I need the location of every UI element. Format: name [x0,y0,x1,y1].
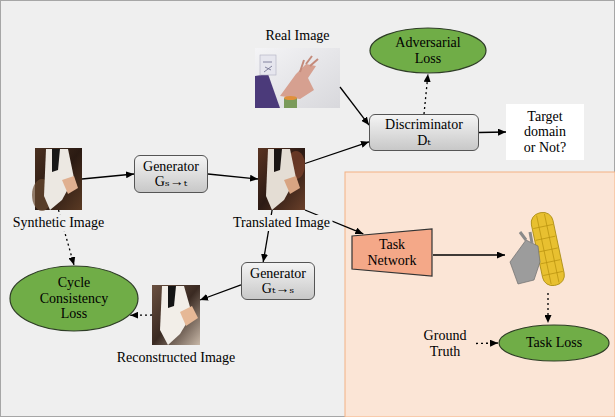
figure-dark [274,149,282,172]
process-box: Discriminator Dₜ [369,114,479,151]
figure-dark [168,286,176,308]
node-label: Target domain or Not? [519,109,571,155]
translated-photo [258,148,305,210]
ellipse-fill [370,28,486,73]
node-label: Ground Truth [420,328,470,359]
node-label: Discriminator Dₜ [379,117,469,148]
hand-mesh [510,240,540,284]
node-label: Task Loss [526,335,582,350]
sleeve [255,74,280,108]
image-node: Real Image [255,48,340,108]
image-caption: Synthetic Image [11,215,106,231]
trapezoid-fill [352,229,432,276]
loss-ellipse: Task Loss [498,324,610,362]
loss-ellipse: Adversarial Loss [369,27,487,74]
photo-ground [258,148,305,210]
figure-dark [52,149,60,172]
process-box: Generator Gₛ→ₜ [134,155,208,193]
image-node: Synthetic Image [35,148,82,210]
output-box: Target domain or Not? [506,104,584,160]
network-trapezoid: Task Network [351,228,433,277]
loss-ellipse: Cycle Consistency Loss [9,265,139,332]
object-top [284,96,297,100]
image-caption: Translated Image [231,215,332,231]
dotted-arrow [547,293,548,323]
arrow-connector [340,87,369,125]
hand [62,176,78,194]
node-label: Cycle Consistency Loss [29,275,119,321]
node-label: Task Network [362,237,422,268]
real-photo [255,48,340,108]
dotted-arrow [424,74,428,114]
image-node: Reconstructed Image [152,285,200,345]
task-panel [345,172,615,417]
card [260,55,276,75]
output-arrow [433,254,505,255]
text-node: Ground Truth [414,325,476,362]
ellipse-fill [499,325,609,361]
arrow-connector [305,142,369,164]
image-caption: Reconstructed Image [115,350,238,366]
ellipse-fill [10,266,138,331]
arrow-connector [208,174,258,179]
process-box: Generator Gₜ→ₛ [241,262,315,300]
arrow-connector [200,285,241,300]
hand [284,176,300,194]
synthetic-photo [32,148,82,211]
node-label: Adversarial Loss [388,35,468,66]
hand [180,306,198,326]
arrow-connector [479,131,506,133]
arrow-connector [82,174,134,179]
mesh-output [510,211,566,288]
reconstructed-photo [152,285,200,345]
photo-ground [255,48,340,108]
fingers [300,56,318,72]
dotted-arrow [130,314,152,316]
image-node: Translated Image [258,148,305,210]
image-caption: Real Image [263,28,331,44]
dotted-arrow [476,342,498,344]
mesh-fingers [520,232,532,243]
photo-ground [152,285,200,345]
card-marks [263,62,272,72]
hand [280,64,316,99]
node-label: Generator Gₛ→ₜ [140,159,202,190]
node-label: Generator Gₜ→ₛ [247,266,309,297]
